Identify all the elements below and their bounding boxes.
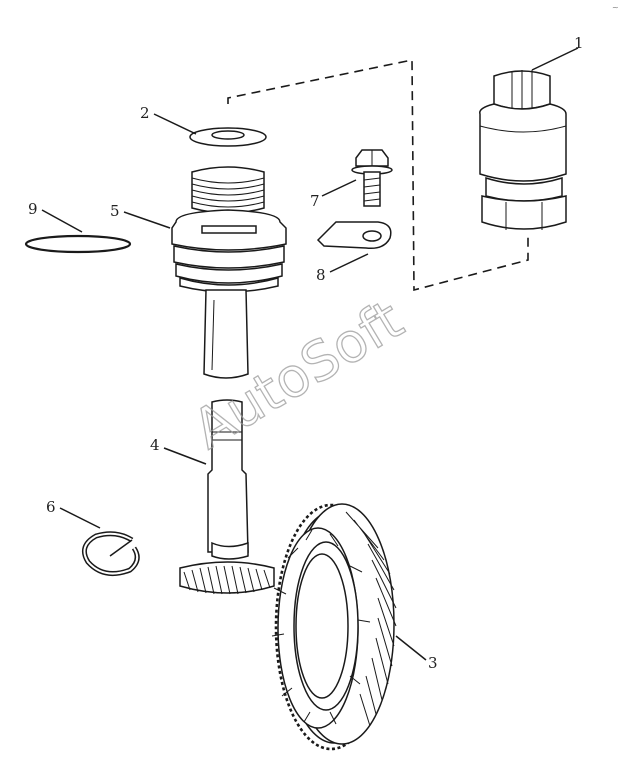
- leader-4: [163, 447, 207, 465]
- part-8-clamp: [316, 221, 392, 250]
- leader-2: [153, 113, 197, 135]
- part-2-washer: [189, 127, 267, 147]
- callout-5: 5: [110, 202, 120, 220]
- callout-9: 9: [28, 200, 38, 218]
- part-1-sender: [479, 70, 567, 230]
- part-5-housing: [171, 166, 287, 379]
- part-6-snap-ring: [81, 531, 140, 577]
- part-7-bolt: [351, 149, 393, 207]
- leader-1: [531, 47, 579, 71]
- corner-mark: ~: [612, 3, 619, 12]
- callout-3: 3: [428, 654, 438, 672]
- leader-3: [395, 635, 427, 661]
- leader-5: [123, 211, 171, 229]
- part-3-crown-gear: [271, 503, 397, 751]
- leader-lines: [41, 47, 579, 661]
- assembly-dash-line: [227, 59, 529, 292]
- callout-7: 7: [310, 192, 320, 210]
- leader-8: [329, 253, 369, 273]
- callout-6: 6: [46, 498, 56, 516]
- leader-9: [41, 209, 83, 233]
- leader-6: [59, 507, 101, 529]
- leader-7: [321, 179, 357, 197]
- callout-4: 4: [150, 436, 160, 454]
- part-4-shaft: [179, 399, 275, 595]
- part-9-o-ring: [24, 234, 132, 254]
- callout-1: 1: [574, 34, 584, 52]
- callout-8: 8: [316, 266, 326, 284]
- callout-2: 2: [140, 104, 150, 122]
